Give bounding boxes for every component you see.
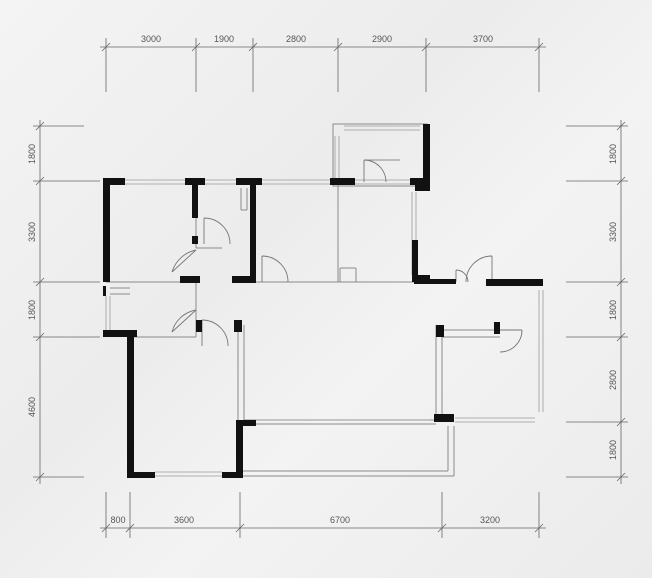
bottom-dim-2: 3600 [174, 515, 194, 525]
top-dim-1: 3000 [141, 34, 161, 44]
bottom-dim-1: 800 [110, 515, 125, 525]
bottom-dim-4: 3200 [480, 515, 500, 525]
top-dim-5: 3700 [473, 34, 493, 44]
bottom-dim-3: 6700 [330, 515, 350, 525]
right-dim-4: 2800 [608, 370, 618, 390]
top-dim-3: 2800 [286, 34, 306, 44]
interior-partitions [106, 183, 500, 420]
right-dim-1: 1800 [608, 144, 618, 164]
top-dim-4: 2900 [372, 34, 392, 44]
left-dim-1: 1800 [27, 144, 37, 164]
left-dim-4: 4600 [27, 397, 37, 417]
right-dim-3: 1800 [608, 300, 618, 320]
right-dim-5: 1800 [608, 440, 618, 460]
top-dimension-chain: 3000 1900 2800 2900 3700 [100, 34, 546, 92]
door-swings [171, 159, 523, 353]
bottom-dimension-chain: 800 3600 6700 3200 [100, 492, 546, 538]
top-dim-2: 1900 [214, 34, 234, 44]
right-dim-2: 3300 [608, 222, 618, 242]
north-balcony [332, 123, 428, 187]
south-balcony-rail [242, 419, 455, 477]
exterior-walls [103, 124, 543, 478]
left-dim-3: 1800 [27, 300, 37, 320]
windows [105, 125, 544, 477]
left-dimension-chain: 1800 3300 1800 4600 [27, 120, 100, 484]
left-dim-2: 3300 [27, 222, 37, 242]
right-dimension-chain: 1800 3300 1800 2800 1800 [566, 120, 628, 484]
